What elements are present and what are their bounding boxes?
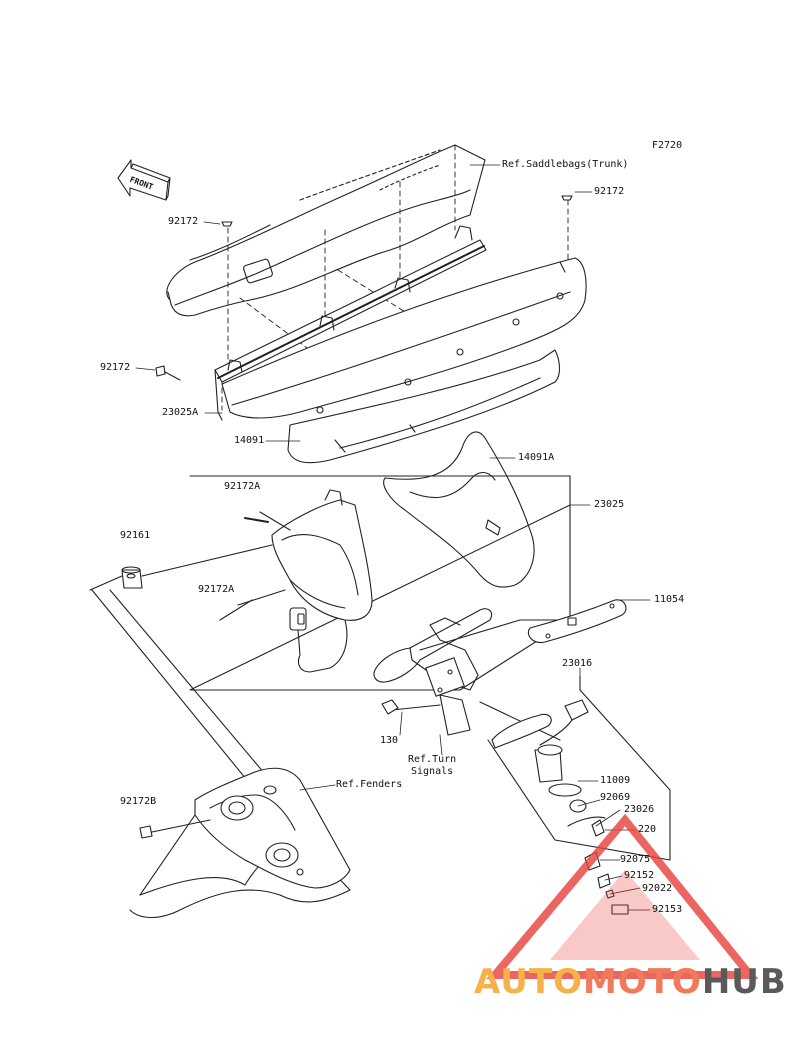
license-light xyxy=(491,699,629,915)
bolt-92172-top-left xyxy=(221,221,233,227)
rear-fender xyxy=(129,767,351,919)
bolt-92172-left xyxy=(155,365,166,377)
diagram-id: F2720 xyxy=(652,140,683,151)
label-130: 130 xyxy=(380,735,399,746)
nut-130 xyxy=(381,699,399,715)
tail-light-housing xyxy=(271,489,373,673)
label-23016: 23016 xyxy=(562,658,593,669)
label-92172-top-left: 92172 xyxy=(168,216,199,227)
watermark-part-moto: MOTO xyxy=(582,962,702,1002)
label-14091: 14091 xyxy=(234,435,265,446)
label-11009: 11009 xyxy=(600,775,631,786)
label-92069: 92069 xyxy=(600,792,631,803)
label-92075: 92075 xyxy=(620,854,651,865)
grommet-92161 xyxy=(121,566,143,589)
watermark-part-auto: AUTO xyxy=(474,962,583,1002)
label-92022: 92022 xyxy=(642,883,673,894)
saddlebag-trunk xyxy=(166,144,486,317)
license-bracket xyxy=(373,608,581,736)
assembly-box-23025 xyxy=(189,475,571,506)
automotohub-watermark: AUTOMOTOHUB xyxy=(474,962,787,1002)
label-23025: 23025 xyxy=(594,499,625,510)
tail-lens-14091 xyxy=(287,349,561,464)
label-92161: 92161 xyxy=(120,530,151,541)
label-92172A-top: 92172A xyxy=(224,481,261,492)
reflector-14091A xyxy=(383,431,535,588)
watermark-triangle xyxy=(486,813,759,979)
light-bracket xyxy=(214,225,487,421)
leader-lines xyxy=(135,164,651,911)
label-92172B: 92172B xyxy=(120,796,157,807)
bolt-92172B xyxy=(139,825,153,839)
label-92152: 92152 xyxy=(624,870,655,881)
label-ref-saddlebags: Ref.Saddlebags(Trunk) xyxy=(502,159,629,170)
label-14091A: 14091A xyxy=(518,452,555,463)
plate-bracket-11054 xyxy=(527,599,627,644)
label-23026: 23026 xyxy=(624,804,655,815)
rear-cover xyxy=(221,257,587,419)
label-ref-fenders: Ref.Fenders xyxy=(336,779,403,790)
label-23025A: 23025A xyxy=(162,407,199,418)
watermark-part-hub: HUB xyxy=(701,962,787,1002)
assembly-box-23016 xyxy=(487,675,671,861)
label-92172A-bottom: 92172A xyxy=(198,584,235,595)
label-92172-left: 92172 xyxy=(100,362,131,373)
label-ref-turn-signals: Ref.Turn Signals xyxy=(408,754,457,777)
bracket-line xyxy=(479,701,561,741)
label-92172-top-right: 92172 xyxy=(594,186,625,197)
label-11054: 11054 xyxy=(654,594,685,605)
label-92153: 92153 xyxy=(652,904,683,915)
bolt-92172-top-right xyxy=(561,195,573,201)
front-arrow-icon xyxy=(117,159,171,201)
label-220: 220 xyxy=(638,824,657,835)
